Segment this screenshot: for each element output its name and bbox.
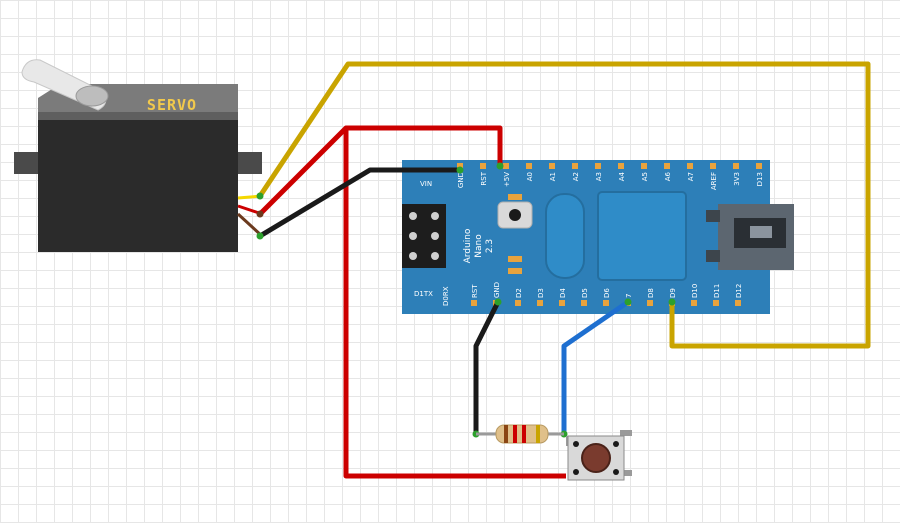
top-pin-label-3v3: 3V3 bbox=[733, 172, 741, 186]
pin-pad[interactable] bbox=[503, 163, 509, 169]
top-pin-label-aref: AREF bbox=[710, 172, 718, 190]
bottom-pin-label-d11: D11 bbox=[713, 284, 721, 298]
led-icon bbox=[508, 256, 522, 262]
pin-pad[interactable] bbox=[710, 163, 716, 169]
icsp-header bbox=[402, 204, 446, 268]
pin-pad[interactable] bbox=[618, 163, 624, 169]
servo-label: SERVO bbox=[147, 96, 197, 114]
top-pin-label-a4: A4 bbox=[618, 171, 626, 181]
top-pin-label-a2: A2 bbox=[572, 172, 580, 181]
wire-blue-pin7-button[interactable] bbox=[561, 299, 630, 434]
pin-pad[interactable] bbox=[664, 163, 670, 169]
led-icon bbox=[508, 268, 522, 274]
servo-body bbox=[38, 118, 238, 252]
microcontroller-chip bbox=[597, 191, 687, 281]
pin-pad[interactable] bbox=[641, 163, 647, 169]
bottom-pin-label-d4: D4 bbox=[559, 288, 567, 298]
bottom-pin-label-d10: D10 bbox=[691, 284, 699, 298]
top-pin-label-d13: D13 bbox=[756, 172, 764, 186]
resistor bbox=[476, 424, 564, 444]
pin-pad[interactable] bbox=[549, 163, 555, 169]
pin-pad[interactable] bbox=[471, 300, 477, 306]
pin-pad[interactable] bbox=[572, 163, 578, 169]
crystal-outline bbox=[545, 193, 585, 279]
wire-red-5v-to-button[interactable] bbox=[343, 128, 566, 479]
bottom-pin-label-rst: RST bbox=[471, 284, 479, 298]
bottom-pin-label-d3: D3 bbox=[537, 288, 545, 298]
servo-shaft bbox=[75, 85, 109, 107]
bottom-pin-label-d12: D12 bbox=[735, 284, 743, 298]
pin-pad[interactable] bbox=[713, 300, 719, 306]
pin-pad[interactable] bbox=[559, 300, 565, 306]
led-icon bbox=[508, 194, 522, 200]
button-cap[interactable] bbox=[581, 443, 611, 473]
wire-black-gnd-servo[interactable] bbox=[258, 167, 460, 239]
vin-label: VIN bbox=[420, 180, 432, 188]
top-pin-label-a0: A0 bbox=[526, 172, 534, 181]
pin-pad[interactable] bbox=[480, 163, 486, 169]
board-name-line1: Arduino bbox=[463, 228, 473, 263]
board-version: 2.3 bbox=[485, 239, 495, 253]
arduino-nano-board: Arduino Nano 2.3 VIN D1TX D0RX GND RST +5V… bbox=[402, 160, 794, 314]
bottom-pin-header: RST GND D2 D3 D4 D5 D6 7 D8 D9 D10 D11 D12 bbox=[471, 282, 743, 306]
board-pcb bbox=[402, 160, 770, 314]
top-pin-label-+5v: +5V bbox=[503, 172, 511, 187]
top-pin-label-a7: A7 bbox=[687, 172, 695, 181]
wire-black-gnd-resistor[interactable] bbox=[473, 300, 501, 434]
d1tx-label: D1TX bbox=[414, 290, 433, 298]
wire-yellow-signal[interactable] bbox=[257, 61, 871, 349]
pin-pad[interactable] bbox=[457, 163, 463, 169]
top-pin-label-a3: A3 bbox=[595, 172, 603, 181]
pin-pad[interactable] bbox=[735, 300, 741, 306]
bottom-pin-label-d9: D9 bbox=[669, 288, 677, 298]
bottom-pin-label-d6: D6 bbox=[603, 288, 611, 298]
bottom-pin-label-d8: D8 bbox=[647, 288, 655, 298]
pin-pad[interactable] bbox=[603, 300, 609, 306]
bottom-pin-label-7: 7 bbox=[625, 294, 633, 298]
pin-pad[interactable] bbox=[647, 300, 653, 306]
pin-pad[interactable] bbox=[537, 300, 543, 306]
top-pin-label-rst: RST bbox=[480, 171, 488, 185]
usb-connector bbox=[706, 204, 794, 270]
top-pin-header: GND RST +5V A0 A1 A2 A3 A4 A5 A6 A7 AREF 3V3 D13 bbox=[457, 163, 764, 190]
pin-pad[interactable] bbox=[526, 163, 532, 169]
pin-pad[interactable] bbox=[687, 163, 693, 169]
board-name-line2: Nano bbox=[474, 234, 484, 258]
top-pin-label-a5: A5 bbox=[641, 172, 649, 181]
top-pin-label-a6: A6 bbox=[664, 171, 672, 181]
bottom-pin-label-gnd: GND bbox=[493, 282, 501, 298]
pin-pad[interactable] bbox=[691, 300, 697, 306]
wire-red-5v-to-servo[interactable] bbox=[258, 125, 503, 216]
pin-pad[interactable] bbox=[595, 163, 601, 169]
bottom-pin-label-d5: D5 bbox=[581, 288, 589, 298]
pin-pad[interactable] bbox=[756, 163, 762, 169]
pin-pad[interactable] bbox=[515, 300, 521, 306]
top-pin-label-gnd: GND bbox=[457, 172, 465, 188]
servo-motor: SERVO bbox=[14, 59, 264, 252]
top-pin-label-a1: A1 bbox=[549, 172, 557, 181]
pushbutton[interactable] bbox=[566, 430, 632, 481]
d0rx-label: D0RX bbox=[442, 286, 450, 306]
bottom-pin-label-d2: D2 bbox=[515, 288, 523, 298]
pin-pad[interactable] bbox=[733, 163, 739, 169]
pin-pad[interactable] bbox=[581, 300, 587, 306]
